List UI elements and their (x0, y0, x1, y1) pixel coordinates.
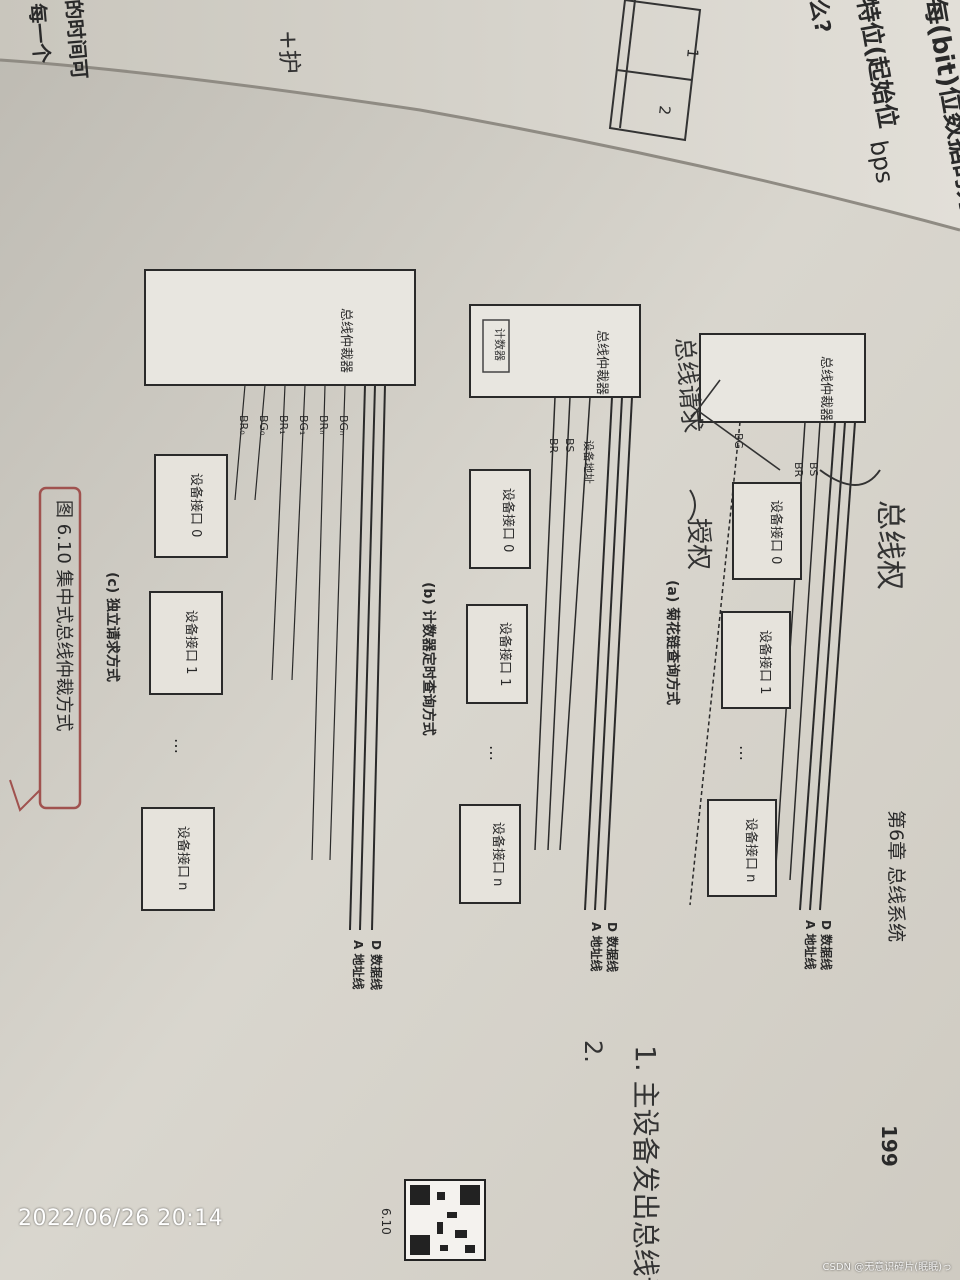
arbiter-c-label: 总线仲裁器 (338, 308, 354, 373)
signal-c-bg1: BG₁ (297, 415, 310, 435)
box-number-2: 2 (655, 105, 674, 116)
diagram-a: 总线仲裁器 BS BR BG 设备接口 0 设备接口 1 … 设备接口 n D … (664, 333, 866, 970)
top-handwriting: +护 (274, 29, 304, 74)
device-a-n-box (707, 799, 777, 897)
signal-b-addr: 设备地址 (582, 440, 596, 484)
note-item-1: 1. 主设备发出总线请求 (629, 1045, 662, 1280)
box-number-1: 1 (683, 48, 702, 59)
diagram-c: 总线仲裁器 BGₙ BRₙ BG₁ BR₁ BG₀ BR₀ 设备接口 0 设备接… (104, 269, 416, 990)
arbiter-a-label: 总线仲裁器 (818, 356, 834, 421)
top-fragment-2: 每一个 (25, 2, 54, 65)
caption-red-box (38, 486, 82, 810)
note-bus-grant: 总线权 (872, 500, 907, 590)
caption-c: (c) 独立请求方式 (104, 572, 121, 682)
addr-line-a: A 地址线 (803, 920, 818, 969)
addr-line-c: A 地址线 (351, 940, 366, 989)
note-grant: 授权 (683, 518, 713, 570)
csdn-watermark: CSDN @无意识碎片(眠眠)っ (822, 1262, 953, 1273)
arbiter-c-box (144, 269, 416, 386)
signal-b-br: BR (547, 438, 560, 454)
device-b-n-label: 设备接口 n (490, 822, 506, 886)
device-a-0-box (732, 482, 802, 580)
ellipsis-c: … (171, 738, 190, 754)
device-b-0-label: 设备接口 0 (500, 488, 516, 552)
signal-a-bs: BS (807, 462, 820, 476)
note-item-2: 2. (579, 1040, 607, 1063)
addr-line-b: A 地址线 (589, 922, 604, 971)
signal-c-brn: BRₙ (317, 415, 330, 435)
signal-a-br: BR (792, 462, 805, 478)
qr-label: 6.10 (379, 1208, 393, 1235)
figure-caption-text: 图 6.10 集中式总线仲裁方式 (53, 500, 74, 732)
chapter-header: 第6章 总线系统 (885, 810, 907, 942)
device-c-n-label: 设备接口 n (175, 826, 191, 890)
device-b-0-box (469, 469, 531, 569)
arbiter-b-label: 总线仲裁器 (594, 330, 610, 395)
photo-timestamp: 2022/06/26 20:14 (18, 1206, 224, 1231)
caption-a: (a) 菊花链查询方式 (664, 580, 681, 705)
qr-code: 6.10 (379, 1179, 486, 1261)
signal-b-bs: BS (563, 438, 576, 452)
signal-c-bg0: BG₀ (257, 415, 270, 436)
device-a-0-label: 设备接口 0 (768, 500, 784, 564)
data-line-c: D 数据线 (369, 940, 384, 990)
device-b-1-box (466, 604, 528, 704)
note-counter: 计数器 (493, 328, 506, 361)
device-c-1-box (149, 591, 223, 695)
diagram-b: 总线仲裁器 设备地址 BS BR 设备接口 0 设备接口 1 … 设备接口 n … (420, 304, 641, 972)
top-page-table: 1 2 (608, 0, 702, 142)
device-c-0-box (154, 454, 228, 558)
top-line-3: 么? (804, 0, 835, 35)
caption-b: (b) 计数器定时查询方式 (420, 582, 437, 736)
device-a-1-box (721, 611, 791, 709)
device-c-n-box (141, 807, 215, 911)
device-b-1-label: 设备接口 1 (497, 622, 513, 686)
signal-c-br1: BR₁ (277, 415, 290, 435)
device-a-1-label: 设备接口 1 (757, 630, 773, 694)
device-c-1-label: 设备接口 1 (183, 610, 199, 674)
ellipsis-a: … (736, 745, 755, 761)
device-c-0-label: 设备接口 0 (188, 473, 204, 537)
data-line-b: D 数据线 (605, 922, 620, 972)
ellipsis-b: … (486, 745, 505, 761)
data-line-a: D 数据线 (819, 920, 834, 970)
arbiter-a-box (699, 333, 866, 423)
top-page (0, 0, 960, 230)
page-number: 199 (877, 1125, 901, 1167)
figure-caption: 图 6.10 集中式总线仲裁方式 (9, 486, 82, 812)
device-b-n-box (459, 804, 521, 904)
device-a-n-label: 设备接口 n (743, 818, 759, 882)
handwritten-notes: 总线权 总线请求 授权 计数器 2. 1. 主设备发出总线请求 (493, 328, 907, 1280)
signal-c-br0: BR₀ (237, 415, 250, 435)
signal-c-bgn: BGₙ (337, 415, 350, 435)
counter-box (482, 319, 510, 373)
